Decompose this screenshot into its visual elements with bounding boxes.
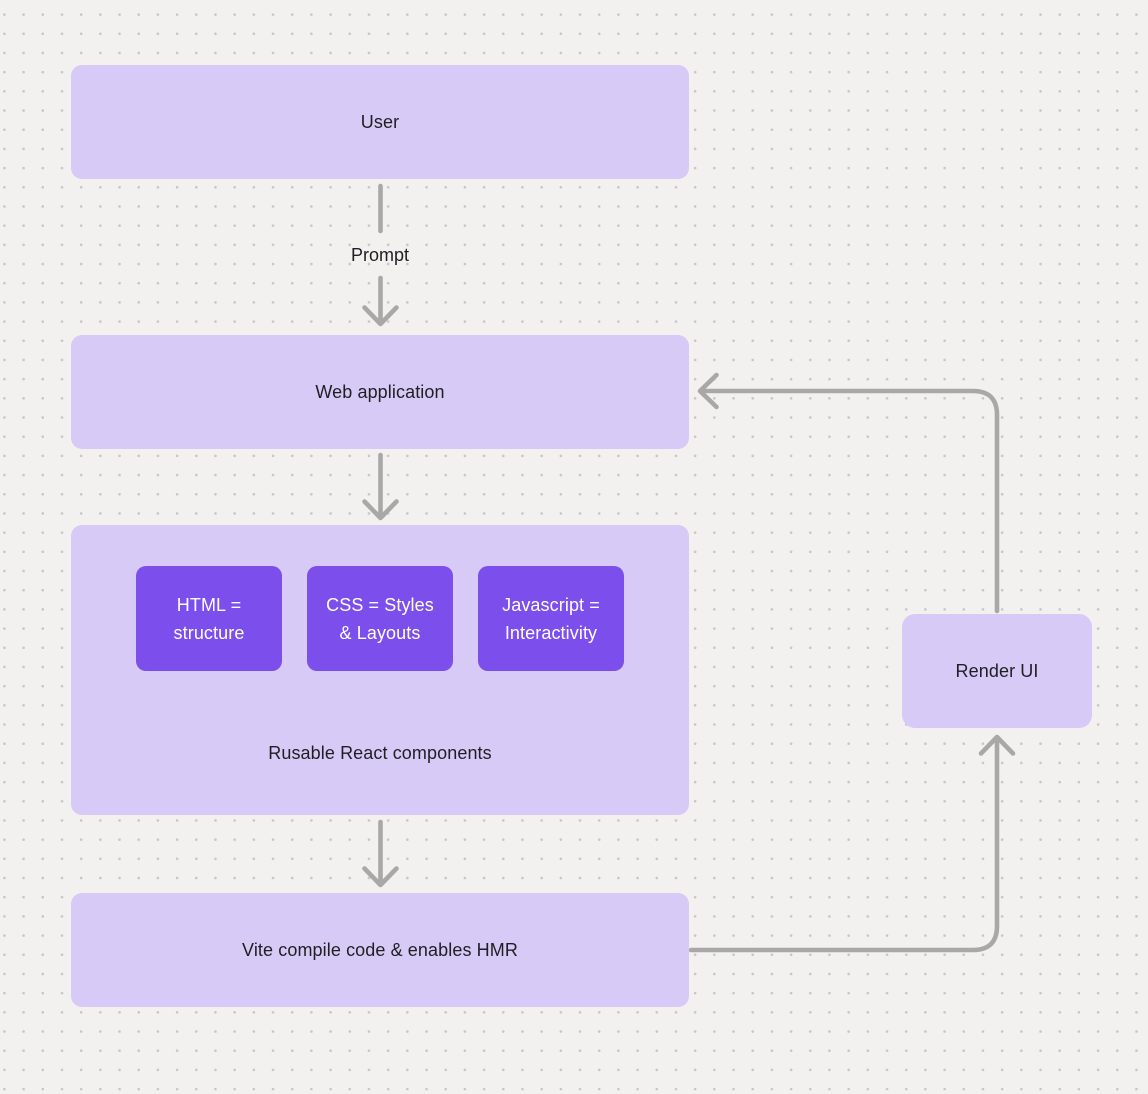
node-user-label: User <box>360 111 400 132</box>
node-vite: Vite compile code & enables HMR <box>71 893 689 1007</box>
node-render-ui: Render UI <box>902 614 1092 728</box>
chip-row: HTML = structure CSS = Styles & Layouts … <box>136 566 624 671</box>
chip-html: HTML = structure <box>136 566 282 671</box>
chip-css: CSS = Styles & Layouts <box>307 566 453 671</box>
chip-javascript: Javascript = Interactivity <box>478 566 624 671</box>
edge-components-to-vite <box>362 819 399 888</box>
edge-web-to-components <box>362 452 399 521</box>
node-web-application: Web application <box>71 335 689 449</box>
edge-vite-to-renderui <box>688 734 1016 953</box>
node-web-application-label: Web application <box>315 381 445 402</box>
edge-label-prompt: Prompt <box>350 245 410 265</box>
node-vite-label: Vite compile code & enables HMR <box>242 939 518 960</box>
node-render-ui-label: Render UI <box>955 660 1039 681</box>
node-components-group: HTML = structure CSS = Styles & Layouts … <box>71 525 689 815</box>
node-user: User <box>71 65 689 179</box>
components-group-caption: Rusable React components <box>268 743 492 763</box>
edge-renderui-to-web <box>697 372 1000 614</box>
